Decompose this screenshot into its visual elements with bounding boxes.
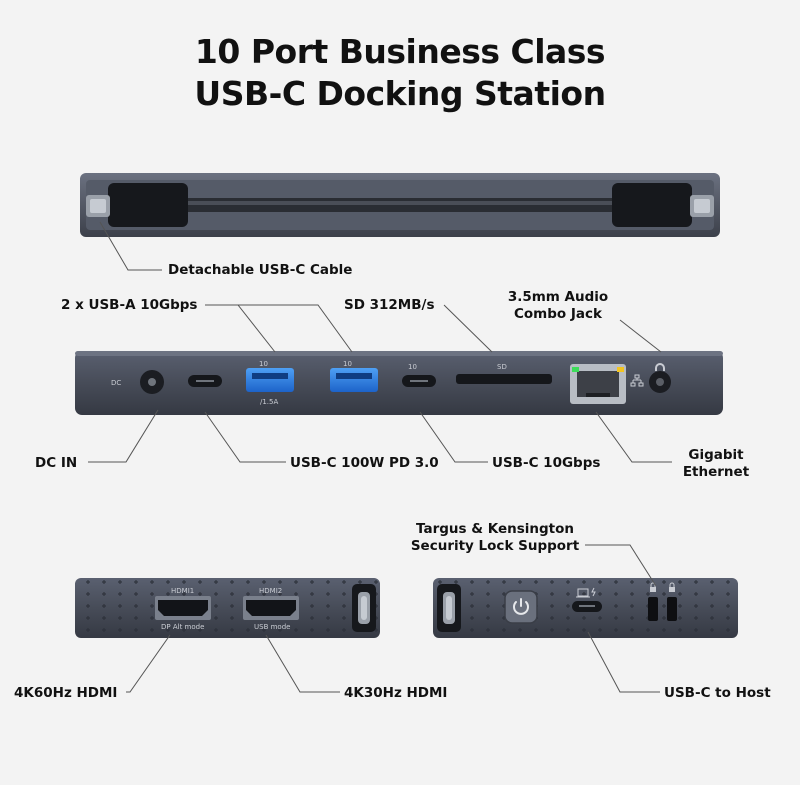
hdmi2-mode-mark: USB mode: [254, 623, 290, 631]
cable-connector-left: [108, 183, 188, 227]
label-usbc-pd: USB-C 100W PD 3.0: [290, 455, 439, 471]
usb-a-1-speed-mark: 10: [259, 360, 268, 368]
usb-a-port-1: [246, 368, 294, 392]
label-usbc-host: USB-C to Host: [664, 685, 771, 701]
label-usb-a: 2 x USB-A 10Gbps: [61, 297, 198, 313]
usb-a-2-speed-mark: 10: [343, 360, 352, 368]
label-hdmi2: 4K30Hz HDMI: [344, 685, 448, 701]
usbc-10g-speed-mark: 10: [408, 363, 417, 371]
sd-card-slot: [456, 374, 552, 384]
dock-front-view: DC 10 /1.5A 10 10 SD: [75, 351, 723, 415]
label-sd: SD 312MB/s: [344, 297, 435, 313]
hdmi1-mode-mark: DP Alt mode: [161, 623, 204, 631]
label-lock-line2: Security Lock Support: [410, 538, 580, 554]
targus-lock-slot: [648, 597, 658, 621]
label-ethernet-line1: Gigabit: [688, 447, 744, 463]
kensington-lock-slot: [667, 597, 677, 621]
usb-a-port-2: [330, 368, 378, 392]
label-usbc-10g: USB-C 10Gbps: [492, 455, 601, 471]
power-icon: [513, 598, 529, 615]
label-lock-line1: Targus & Kensington: [416, 521, 574, 537]
dock-top-view: [80, 173, 720, 237]
label-audio-line2: Combo Jack: [513, 306, 602, 322]
dock-right-side-view: [433, 578, 738, 638]
network-icon: [630, 374, 644, 387]
label-audio-line1: 3.5mm Audio: [507, 289, 609, 305]
leader-lines: [88, 221, 672, 693]
page-title-line1: 10 Port Business Class: [194, 32, 606, 71]
label-detachable-cable: Detachable USB-C Cable: [168, 262, 353, 278]
hdmi2-port-mark: HDMI2: [259, 587, 282, 595]
label-ethernet-line2: Ethernet: [682, 464, 750, 480]
dock-left-side-view: HDMI1 DP Alt mode HDMI2 USB mode: [75, 578, 380, 638]
laptop-charge-icon: [576, 587, 596, 598]
dc-port-mark: DC: [111, 379, 121, 387]
label-dc-in: DC IN: [35, 455, 78, 471]
hdmi1-port-mark: HDMI1: [171, 587, 194, 595]
sd-port-mark: SD: [497, 363, 507, 371]
cable-connector-right: [612, 183, 692, 227]
usb-a-current-mark: /1.5A: [260, 398, 278, 406]
headphone-icon: [655, 363, 665, 371]
label-hdmi1: 4K60Hz HDMI: [14, 685, 118, 701]
page-title-line2: USB-C Docking Station: [194, 74, 606, 113]
hdmi1-port: [158, 600, 208, 616]
hdmi2-port: [246, 600, 296, 616]
